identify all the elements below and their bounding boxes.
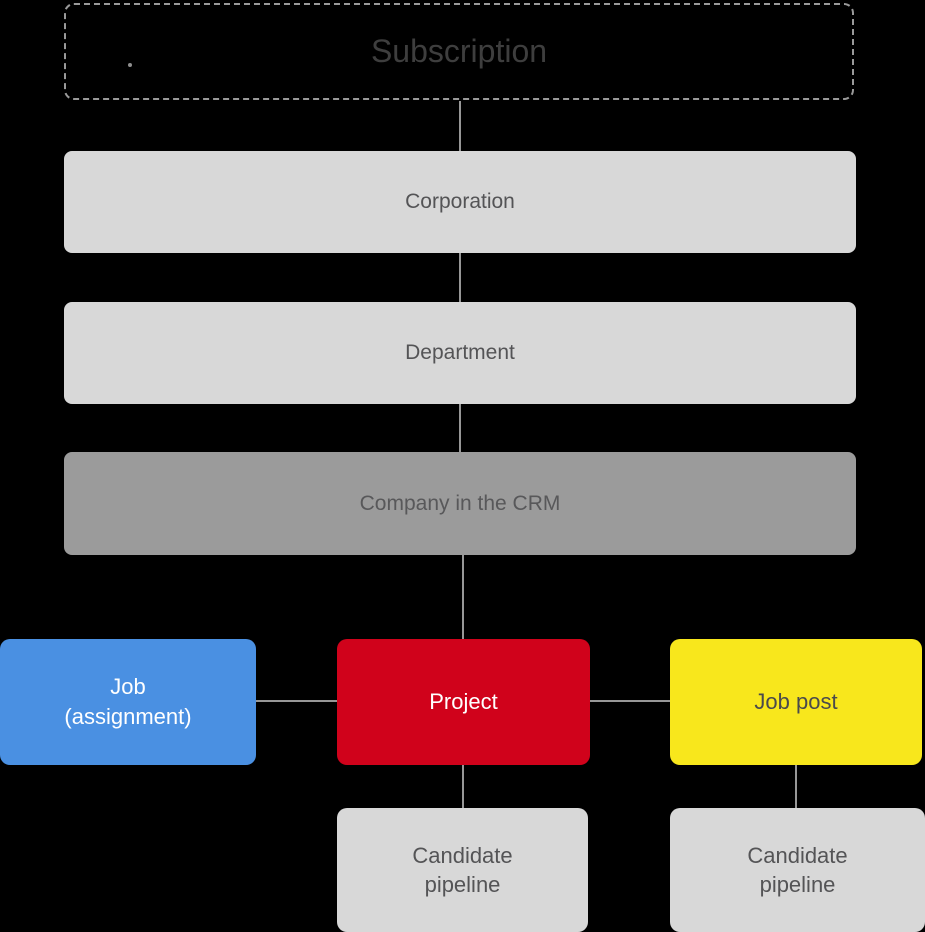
node-job-assignment: Job (assignment) <box>0 639 256 765</box>
node-company-in-the-crm: Company in the CRM <box>64 452 856 555</box>
edge-subscription-corporation <box>459 101 461 151</box>
node-company-in-the-crm-label: Company in the CRM <box>359 491 561 515</box>
node-corporation-label: Corporation <box>405 190 515 213</box>
node-job-post: Job post <box>670 639 922 765</box>
edge-project-candidate-pipeline <box>462 765 464 808</box>
edge-job-assignment-project <box>256 700 337 702</box>
edge-corporation-department <box>459 253 461 302</box>
node-project: Project <box>337 639 590 765</box>
node-candidate-pipeline-left-label-line2: pipeline <box>424 872 501 897</box>
node-candidate-pipeline-right-label-line2: pipeline <box>759 872 836 897</box>
edge-job-post-candidate-pipeline <box>795 765 797 808</box>
node-subscription-label: Subscription <box>370 33 548 69</box>
node-job-post-label: Job post <box>754 689 838 714</box>
node-subscription: Subscription <box>64 3 854 100</box>
node-candidate-pipeline-right-label-line1: Candidate <box>747 843 848 868</box>
node-department: Department <box>64 302 856 404</box>
node-job-assignment-label-line2: (assignment) <box>64 704 192 729</box>
edge-department-company-crm <box>459 404 461 452</box>
stray-dot-artifact <box>128 63 132 67</box>
node-job-assignment-label-line1: Job <box>110 674 146 699</box>
node-department-label: Department <box>405 341 515 364</box>
node-candidate-pipeline-right: Candidate pipeline <box>670 808 925 932</box>
edge-project-job-post <box>590 700 670 702</box>
edge-company-crm-project <box>462 555 464 639</box>
node-candidate-pipeline-left-label-line1: Candidate <box>412 843 513 868</box>
node-candidate-pipeline-left: Candidate pipeline <box>337 808 588 932</box>
node-project-label: Project <box>429 689 498 714</box>
node-corporation: Corporation <box>64 151 856 253</box>
